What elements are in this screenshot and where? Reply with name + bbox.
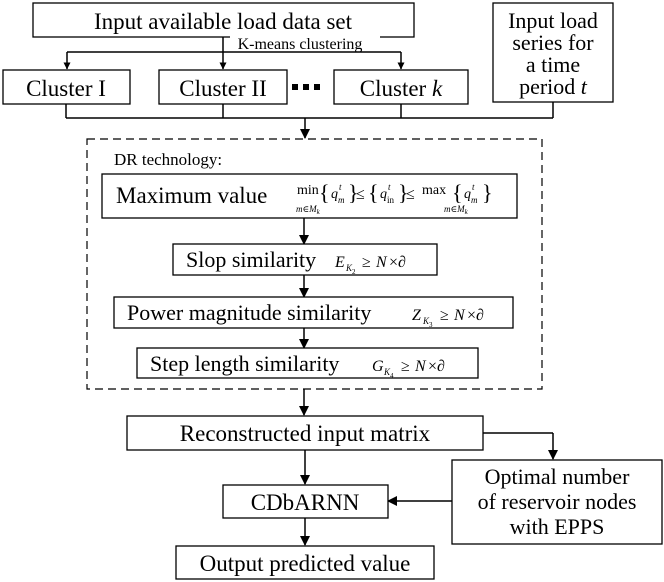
svg-text:m: m [471, 195, 478, 205]
reservoir-line3: with EPPS [510, 514, 605, 539]
cluster-k-label: Cluster k [360, 76, 443, 101]
maximum-value-formula: min m∈Mk { q t m } ≤ { q t in } ≤ max m∈… [296, 180, 493, 216]
svg-text:≥: ≥ [362, 254, 371, 271]
model-label: CDbARNN [251, 490, 360, 515]
slop-similarity-node: Slop similarity E K 2 ≥ N ×∂ [172, 243, 438, 276]
cluster-k-symbol: k [432, 76, 443, 101]
svg-text:3: 3 [429, 321, 433, 329]
input-series-line4: period t [519, 74, 588, 99]
svg-text:q: q [331, 187, 338, 202]
reconstructed-matrix-node: Reconstructed input matrix [126, 415, 484, 451]
input-series-line3: a time [526, 52, 580, 77]
svg-text:×∂: ×∂ [389, 254, 406, 271]
cluster-2-node: Cluster II [158, 69, 288, 105]
reservoir-line1: Optimal number [485, 464, 630, 489]
svg-text:q: q [464, 187, 471, 202]
svg-text:≤: ≤ [406, 186, 415, 203]
svg-text:max: max [422, 183, 446, 198]
cluster-ellipsis [292, 84, 320, 90]
svg-text:N: N [414, 358, 427, 375]
input-series-node: Input load series for a time period t [492, 2, 614, 103]
cluster-1-node: Cluster I [2, 69, 131, 105]
reconstructed-to-reservoir-arrow [483, 432, 558, 460]
svg-text:K: K [383, 367, 391, 377]
svg-text:t: t [339, 182, 342, 192]
svg-text:K: K [345, 263, 353, 273]
svg-text:q: q [380, 187, 387, 202]
maximum-value-node: Maximum value min m∈Mk { q t m } ≤ { q t… [101, 173, 518, 219]
period-symbol: t [581, 74, 588, 99]
svg-text:m∈Mk: m∈Mk [296, 204, 321, 216]
period-word: period [519, 74, 581, 99]
svg-text:{: { [319, 180, 330, 205]
svg-text:min: min [297, 183, 319, 198]
svg-text:×∂: ×∂ [467, 307, 484, 324]
svg-text:K: K [422, 316, 430, 326]
step-length-label: Step length similarity [150, 351, 339, 376]
cluster-2-label: Cluster II [179, 76, 267, 101]
power-magnitude-formula: Z K 3 ≥ N ×∂ [412, 307, 484, 329]
svg-text:≥: ≥ [440, 307, 449, 324]
dr-technology-panel: DR technology: Maximum value min m∈Mk { … [86, 138, 543, 390]
output-label: Output predicted value [200, 551, 411, 576]
maximum-value-label: Maximum value [116, 183, 267, 208]
cluster-k-node: Cluster k [333, 69, 469, 105]
cluster-merge-connector [65, 102, 554, 139]
cluster-k-word: Cluster [360, 76, 432, 101]
svg-text:2: 2 [352, 268, 356, 276]
input-dataset-label: Input available load data set [94, 9, 353, 34]
reconstructed-label: Reconstructed input matrix [180, 421, 431, 446]
svg-text:in: in [387, 195, 395, 205]
power-magnitude-similarity-node: Power magnitude similarity Z K 3 ≥ N ×∂ [113, 296, 514, 329]
svg-text:m∈Mk: m∈Mk [444, 204, 469, 216]
svg-text:≤: ≤ [356, 186, 365, 203]
svg-text:N: N [375, 254, 388, 271]
dr-panel-title: DR technology: [114, 150, 222, 169]
step-length-similarity-node: Step length similarity G K 4 ≥ N ×∂ [136, 347, 479, 380]
svg-text:}: } [398, 180, 409, 205]
cluster-1-label: Cluster I [26, 76, 106, 101]
svg-text:G: G [372, 358, 384, 375]
svg-text:E: E [334, 254, 345, 271]
svg-text:}: } [482, 180, 493, 205]
reservoir-nodes-node: Optimal number of reservoir nodes with E… [451, 459, 663, 545]
power-magnitude-label: Power magnitude similarity [127, 300, 371, 325]
svg-text:{: { [452, 180, 463, 205]
input-series-line2: series for [512, 30, 594, 55]
svg-text:t: t [472, 182, 475, 192]
kmeans-label: K-means clustering [238, 36, 363, 53]
input-series-line1: Input load [508, 8, 598, 33]
svg-text:N: N [453, 307, 466, 324]
svg-text:m: m [338, 195, 345, 205]
slop-similarity-label: Slop similarity [186, 247, 316, 272]
svg-text:4: 4 [390, 372, 394, 380]
svg-text:{: { [368, 180, 379, 205]
cdbarnn-node: CDbARNN [222, 484, 389, 519]
svg-text:≥: ≥ [401, 358, 410, 375]
kmeans-connector: K-means clustering [63, 36, 405, 70]
svg-text:}: } [348, 180, 359, 205]
step-length-formula: G K 4 ≥ N ×∂ [372, 358, 445, 380]
input-dataset-node: Input available load data set [32, 2, 415, 38]
output-node: Output predicted value [175, 545, 435, 580]
svg-text:×∂: ×∂ [428, 358, 445, 375]
svg-text:t: t [388, 182, 391, 192]
slop-similarity-formula: E K 2 ≥ N ×∂ [334, 254, 406, 276]
svg-text:Z: Z [412, 307, 422, 324]
reservoir-line2: of reservoir nodes [478, 489, 637, 514]
